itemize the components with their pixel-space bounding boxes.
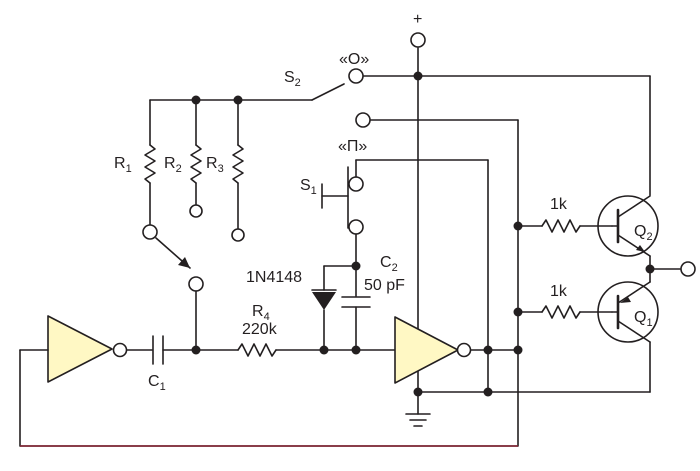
junction-p-ground bbox=[483, 387, 493, 397]
r2-terminal bbox=[189, 204, 203, 218]
transistor-q2 bbox=[597, 195, 659, 257]
r4-label: R4 bbox=[252, 303, 270, 323]
resistor-r1 bbox=[144, 99, 156, 226]
buffer-2 bbox=[394, 316, 459, 384]
capacitor-c1 bbox=[152, 335, 164, 365]
buffer-1 bbox=[47, 315, 113, 383]
q1-label: Q1 bbox=[634, 309, 653, 329]
s1-switch bbox=[321, 166, 349, 229]
resistor-1k-bot bbox=[517, 305, 613, 319]
wiper-arm bbox=[155, 237, 191, 269]
junction-b2-out bbox=[483, 345, 493, 355]
s1-top-contact bbox=[348, 176, 364, 192]
junction-c1 bbox=[191, 345, 201, 355]
output-terminal bbox=[680, 261, 696, 277]
wiper-common-contact bbox=[188, 276, 204, 292]
s1-label: S1 bbox=[300, 177, 317, 197]
buffer-2-output bbox=[456, 342, 472, 358]
junction-output bbox=[645, 264, 655, 274]
c2-value: 50 pF bbox=[364, 277, 405, 294]
feedback-wire bbox=[19, 349, 518, 447]
junction-s1 bbox=[351, 261, 361, 271]
resistor-r3 bbox=[232, 99, 244, 230]
rb-bot-label: 1k bbox=[550, 283, 568, 300]
s2-contact-o bbox=[348, 68, 364, 84]
q2-label: Q2 bbox=[634, 223, 653, 243]
transistor-q1 bbox=[597, 281, 659, 343]
s1-bottom-contact bbox=[348, 219, 364, 235]
s2-contact-p bbox=[355, 112, 371, 128]
supply-terminal bbox=[410, 32, 426, 48]
diode-label: 1N4148 bbox=[246, 269, 302, 286]
s2-label: S2 bbox=[284, 69, 301, 89]
junction-supply bbox=[413, 71, 423, 81]
supply-label: + bbox=[413, 11, 422, 28]
resistor-r4 bbox=[237, 343, 277, 357]
r1-wiper-contact bbox=[142, 224, 158, 240]
junction-base-out bbox=[513, 345, 523, 355]
r3-label: R3 bbox=[206, 155, 224, 175]
resistor-r2 bbox=[190, 99, 202, 206]
r2-label: R2 bbox=[164, 155, 182, 175]
r3-terminal bbox=[231, 228, 245, 242]
buffer-1-output bbox=[112, 342, 128, 358]
c1-label: C1 bbox=[148, 373, 166, 393]
diode-1n4148 bbox=[311, 289, 337, 351]
r1-label: R1 bbox=[114, 155, 132, 175]
capacitor-c2 bbox=[341, 296, 371, 351]
resistor-1k-top bbox=[517, 219, 613, 233]
pos-p-label: «П» bbox=[338, 138, 367, 155]
ground-symbol bbox=[405, 391, 431, 427]
r4-value: 220k bbox=[242, 321, 278, 338]
c2-label: C2 bbox=[380, 254, 398, 274]
s2-switch bbox=[149, 83, 519, 121]
pos-o-label: «O» bbox=[339, 51, 369, 68]
rb-top-label: 1k bbox=[550, 196, 568, 213]
